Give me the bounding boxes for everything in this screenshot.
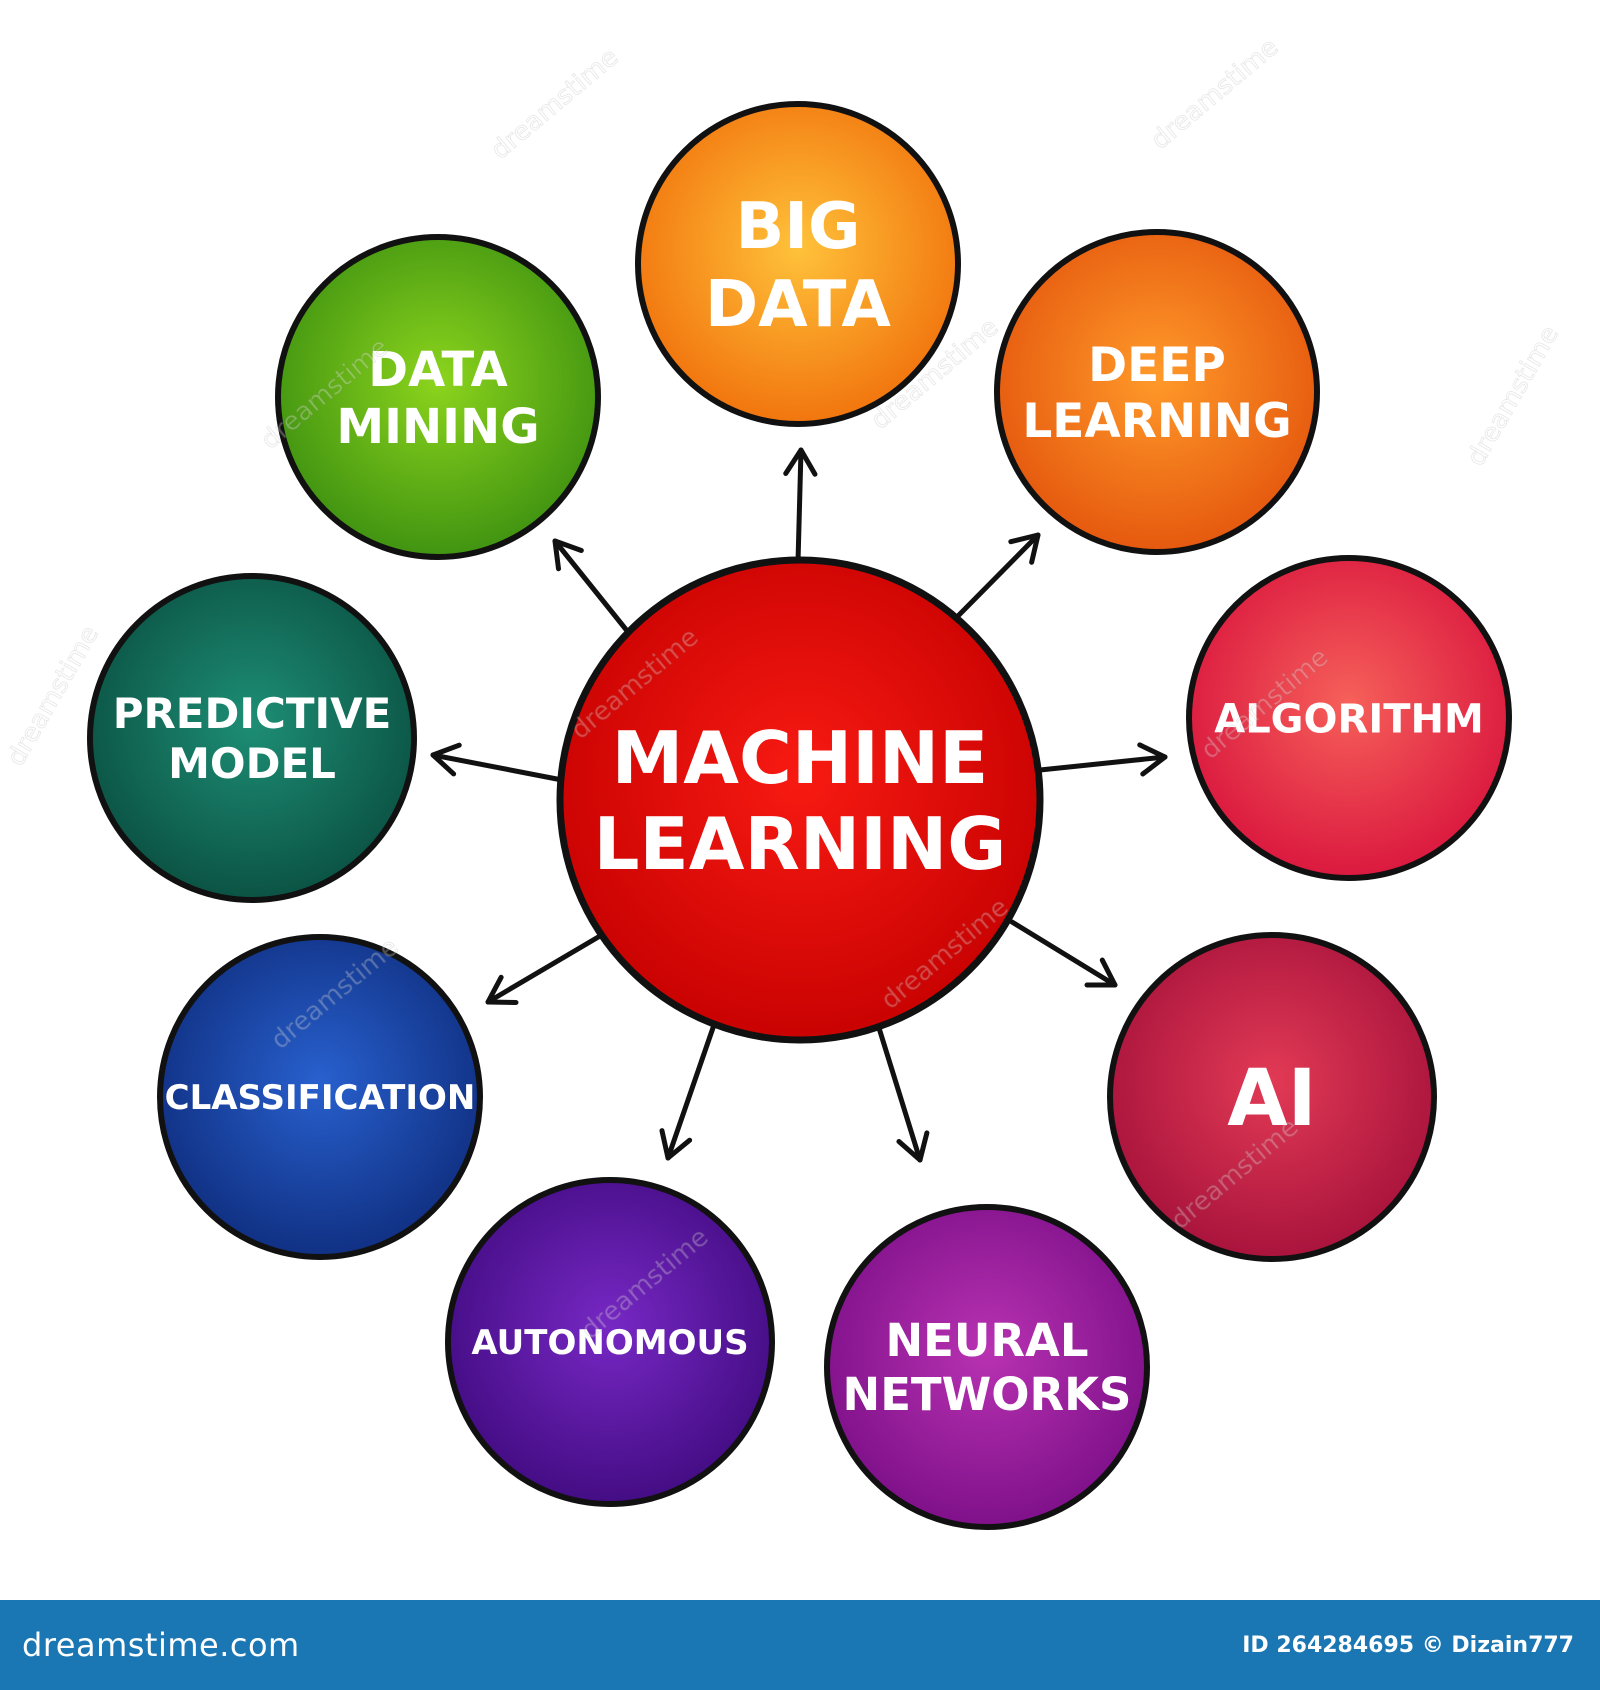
node-label: DATA xyxy=(368,342,507,398)
node-algorithm: ALGORITHM xyxy=(1186,555,1512,881)
connector-arrow xyxy=(1037,742,1168,777)
node-circle xyxy=(445,1177,775,1507)
connector-arrow xyxy=(953,532,1041,621)
footer-brand[interactable]: dreamstime.com xyxy=(22,1626,300,1664)
node-label: DEEP xyxy=(1088,338,1226,393)
node-circle xyxy=(87,573,417,903)
node-circle xyxy=(635,101,961,427)
center-label: MACHINE xyxy=(612,716,989,800)
connector-arrow xyxy=(876,1025,930,1163)
node-autonomous: AUTONOMOUS xyxy=(445,1177,775,1507)
watermark-text: dreamstime xyxy=(485,42,624,165)
connector-arrow xyxy=(783,447,818,565)
footer-bar: dreamstime.com ID 264284695 © Dizain777 xyxy=(0,1600,1600,1690)
node-circle xyxy=(1107,932,1437,1262)
node-label: NETWORKS xyxy=(843,1368,1132,1421)
topic-nodes: BIGDATADEEPLEARNINGALGORITHMAINEURALNETW… xyxy=(87,101,1512,1530)
node-label: CLASSIFICATION xyxy=(165,1078,476,1118)
node-circle xyxy=(994,229,1320,555)
node-label: MINING xyxy=(336,399,539,455)
center-circle xyxy=(556,556,1044,1044)
connector-arrow xyxy=(659,1019,718,1161)
node-label: AUTONOMOUS xyxy=(471,1323,748,1363)
watermark-text: dreamstime xyxy=(1461,321,1565,471)
mind-map-diagram: BIGDATADEEPLEARNINGALGORITHMAINEURALNETW… xyxy=(1,32,1565,1530)
node-label: AI xyxy=(1227,1054,1316,1144)
connector-arrow xyxy=(552,538,631,635)
node-label: DATA xyxy=(705,268,891,342)
connector-arrow xyxy=(1009,919,1118,988)
node-label: PREDICTIVE xyxy=(113,689,392,738)
node-label: BIG xyxy=(735,190,860,264)
node-circle xyxy=(824,1204,1150,1530)
node-circle xyxy=(1186,555,1512,881)
node-circle xyxy=(275,234,601,560)
watermark-text: dreamstime xyxy=(1145,32,1284,155)
node-label: MODEL xyxy=(168,739,336,788)
connector-arrows xyxy=(430,447,1168,1163)
node-circle xyxy=(157,934,483,1260)
footer-credit: ID 264284695 © Dizain777 xyxy=(1242,1632,1574,1658)
center-label: LEARNING xyxy=(594,802,1007,886)
node-classification: CLASSIFICATION xyxy=(157,934,483,1260)
node-label: LEARNING xyxy=(1022,394,1291,449)
connector-arrow xyxy=(430,742,565,783)
connector-arrow xyxy=(485,933,603,1005)
node-label: NEURAL xyxy=(885,1314,1088,1367)
node-ai: AI xyxy=(1107,932,1437,1262)
node-label: ALGORITHM xyxy=(1214,696,1484,742)
